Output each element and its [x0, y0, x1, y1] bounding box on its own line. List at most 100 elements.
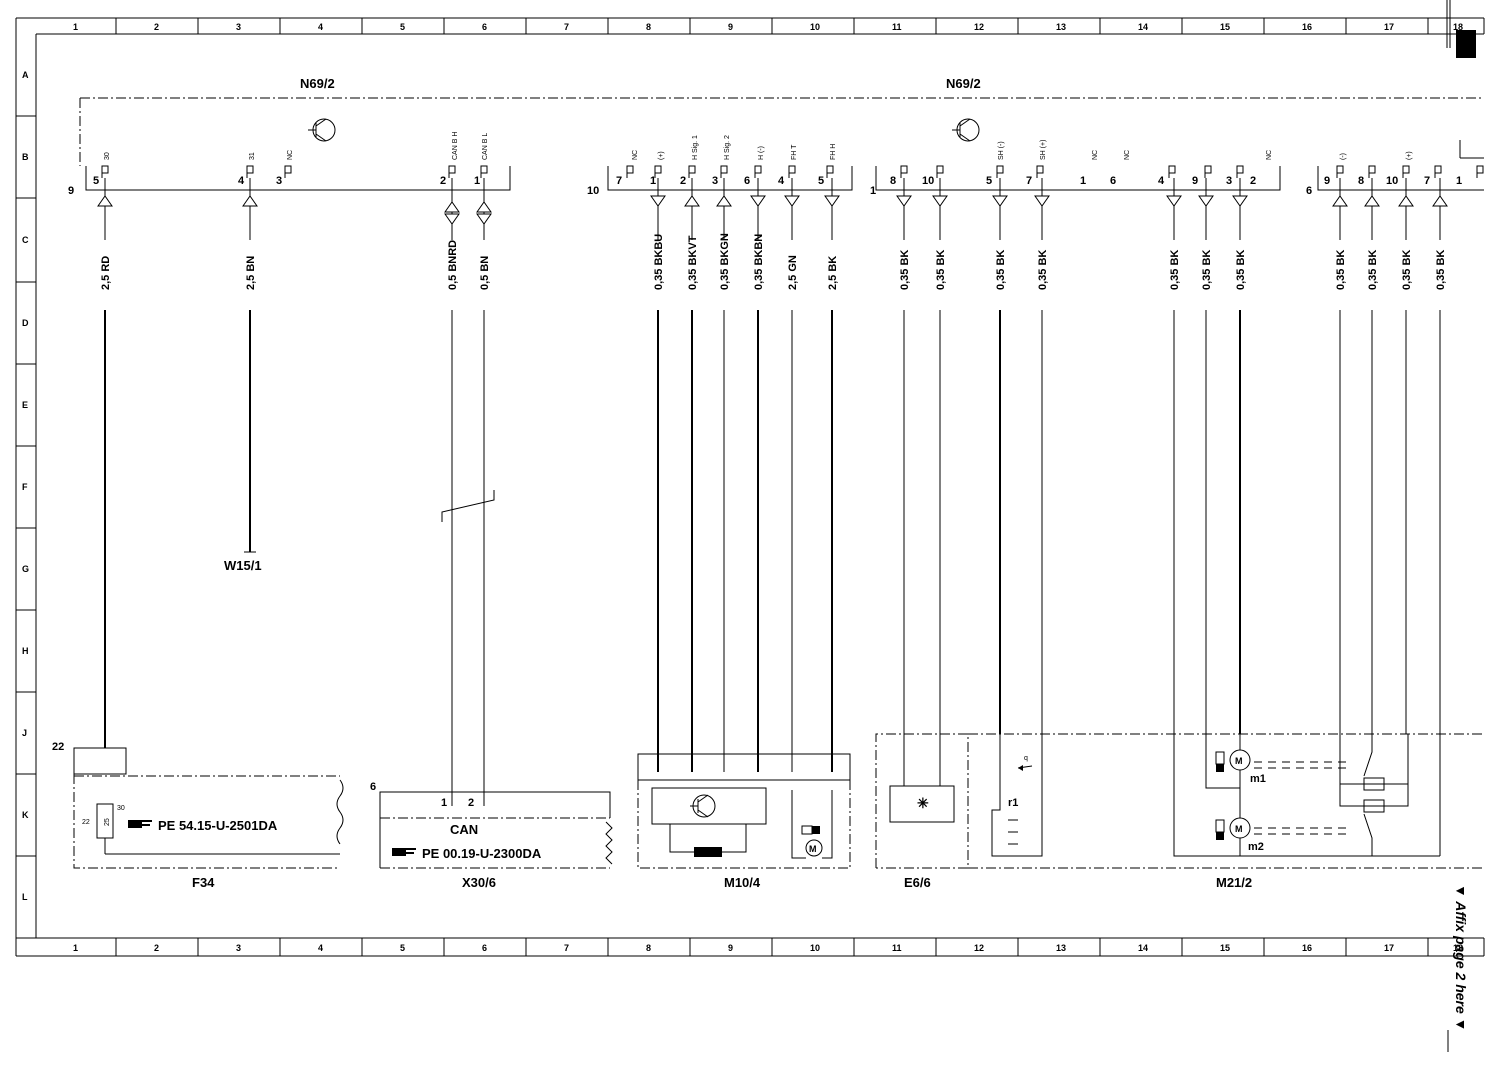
wire-label: 0,35 BKBN — [753, 234, 765, 290]
column-number: 11 — [892, 22, 902, 32]
fuse-pin-out: 30 — [117, 805, 125, 812]
pin-terminal — [448, 165, 456, 174]
pin-number: 2 — [680, 175, 686, 187]
pin-terminal — [1434, 165, 1442, 174]
column-number: 6 — [482, 943, 487, 953]
pin-number: 1 — [650, 175, 656, 187]
connector-label: 1 — [870, 185, 876, 197]
component-e6-6: ✳ E6/6 — [875, 733, 969, 890]
pin-signal-label: SH (-) — [998, 141, 1005, 160]
pin-number: 10 — [1386, 175, 1398, 187]
wire-label: 0,35 BKGN — [719, 233, 731, 290]
control-unit-label-right: N69/2 — [946, 76, 981, 91]
column-number: 14 — [1138, 943, 1148, 953]
wire: 0,35 BK — [992, 178, 1008, 734]
arrow-down-icon — [1232, 195, 1248, 207]
column-number: 5 — [400, 22, 405, 32]
pin-terminal — [688, 165, 696, 174]
column-number: 4 — [318, 943, 323, 953]
pin-number: 3 — [712, 175, 718, 187]
wire: 0,5 BN — [476, 178, 492, 806]
wire: 0,35 BKGN — [716, 178, 732, 772]
pin-number: 7 — [616, 175, 622, 187]
transistor-icon — [952, 118, 980, 142]
affix-note: ▼ Affix page 2 here ▼ — [1453, 884, 1469, 1032]
m21-arrow-label: q — [1024, 755, 1028, 762]
wire: 0,35 BK — [1364, 178, 1380, 734]
control-unit-label-left: N69/2 — [300, 76, 335, 91]
pin-signal-label: CAN B H — [452, 132, 459, 160]
wire-label: 0,35 BK — [1235, 250, 1247, 290]
wire: 0,35 BK — [1332, 178, 1348, 734]
pin-terminal — [754, 165, 762, 174]
wire-label: 0,35 BK — [1037, 250, 1049, 290]
pin-terminal — [788, 165, 796, 174]
arrow-down-icon — [824, 195, 840, 207]
column-number: 8 — [646, 943, 651, 953]
column-number: 16 — [1302, 22, 1312, 32]
connector-label: 10 — [587, 185, 599, 197]
pin-terminal — [284, 165, 292, 174]
wire-label: 0,35 BK — [1401, 250, 1413, 290]
row-letter: L — [22, 892, 28, 902]
column-number: 10 — [810, 22, 820, 32]
row-letter: H — [22, 646, 29, 656]
column-number: 8 — [646, 22, 651, 32]
pin-number: 2 — [440, 175, 446, 187]
arrow-down-icon — [1166, 195, 1182, 207]
arrow-down-icon — [444, 213, 460, 225]
pin-terminal — [900, 165, 908, 174]
m21-motor2-glyph: M — [1235, 824, 1243, 834]
pin-signal-label: CAN B L — [482, 133, 489, 160]
row-letter: J — [22, 728, 27, 738]
arrow-up-icon — [242, 195, 258, 207]
pin-signal-label: NC — [632, 150, 639, 160]
m21-motor1-glyph: M — [1235, 756, 1243, 766]
row-letter: A — [22, 70, 29, 80]
pin-signal-label: SH (+) — [1040, 140, 1047, 160]
pin-terminal — [246, 165, 254, 174]
pin-number: 1 — [1456, 175, 1462, 187]
wire: 0,5 BNRD — [444, 178, 460, 806]
wire-label: 0,35 BK — [1169, 250, 1181, 290]
wire-label: 0,35 BK — [1435, 250, 1447, 290]
wire: 0,35 BKBU — [650, 178, 666, 772]
wire-label: 2,5 RD — [100, 256, 112, 290]
column-number: 1 — [73, 22, 78, 32]
pin-number: 8 — [1358, 175, 1364, 187]
m21-r1-label: r1 — [1008, 797, 1018, 809]
transistor-icon — [308, 118, 336, 142]
column-number: 9 — [728, 943, 733, 953]
wire: 0,35 BK — [1432, 178, 1448, 734]
wire: 0,35 BK — [1166, 178, 1182, 734]
transistor-icon — [690, 794, 716, 818]
row-letter: F — [22, 482, 28, 492]
pin-signal-label: NC — [1124, 150, 1131, 160]
wire-label: 0,5 BN — [479, 256, 491, 290]
arrow-down-icon — [992, 195, 1008, 207]
pin-number: 7 — [1424, 175, 1430, 187]
wire-label: 2,5 GN — [787, 255, 799, 290]
pin-number: 1 — [1080, 175, 1086, 187]
arrow-up-icon — [1364, 195, 1380, 207]
line-break-symbol — [441, 490, 495, 522]
pin-terminal — [101, 165, 109, 174]
pin-terminal — [1236, 165, 1244, 174]
pin-terminal — [996, 165, 1004, 174]
wire: 0,35 BK — [1398, 178, 1414, 734]
wire-label: 0,5 BNRD — [447, 240, 459, 290]
pin-number: 6 — [1110, 175, 1116, 187]
wire: 2,5 BK — [824, 178, 840, 772]
connector-block-6: 6 — [1306, 140, 1484, 197]
arrow-down-icon — [650, 195, 666, 207]
pin-terminal — [1336, 165, 1344, 174]
arrow-up-icon — [476, 201, 492, 213]
pin-number: 3 — [1226, 175, 1232, 187]
column-number: 16 — [1302, 943, 1312, 953]
row-letter: K — [22, 810, 29, 820]
connector-block-10: 10 — [587, 166, 853, 197]
